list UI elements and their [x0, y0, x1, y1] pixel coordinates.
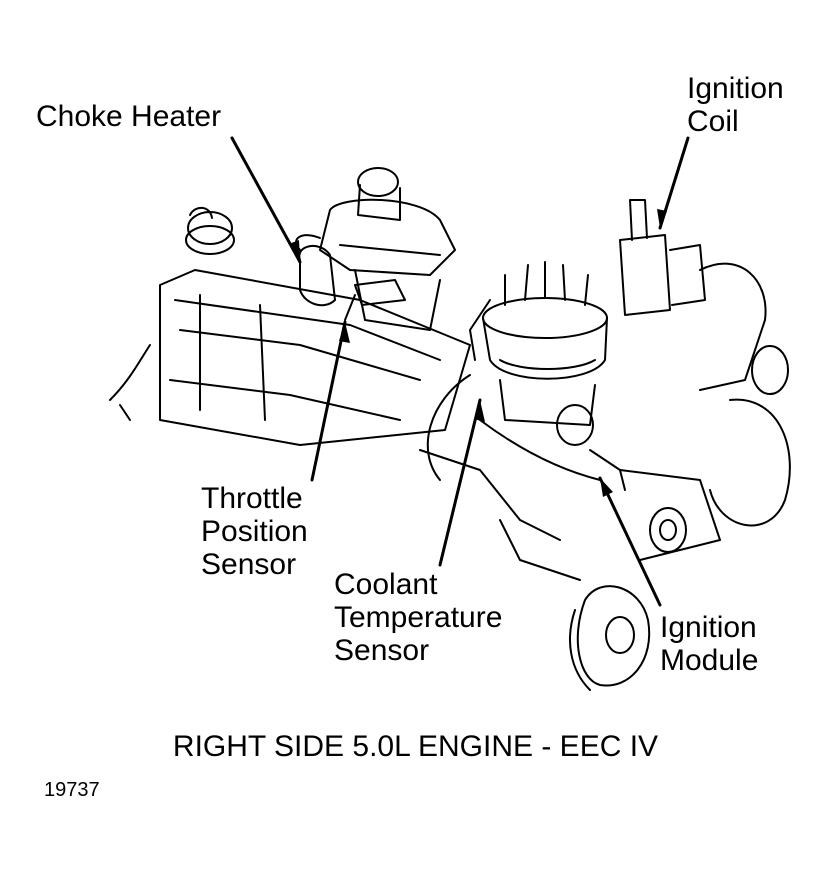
label-ignition-coil-line-2: Coil [687, 105, 739, 138]
label-ignition-coil: Ignition Coil [687, 72, 784, 138]
arrowhead-cts [474, 400, 485, 422]
leader-choke-heater [230, 136, 302, 264]
ignition-coil-part [619, 199, 706, 316]
oil-filler-cap [185, 206, 235, 255]
label-cts-line-2: Temperature [334, 601, 503, 634]
figure-number: 19737 [44, 779, 100, 801]
label-choke-heater: Choke Heater [36, 100, 221, 133]
arrowhead-tps [339, 322, 350, 343]
arrowhead-coil [657, 209, 667, 228]
hoses-and-wiring [109, 344, 626, 581]
harmonic-balancer [569, 585, 651, 691]
label-ignition-module: Ignition Module [660, 611, 758, 677]
distributor [469, 261, 608, 426]
arrowheads [289, 209, 667, 497]
carburetor [295, 167, 456, 331]
leader-coolant-temp [438, 398, 482, 567]
label-coolant-temperature-sensor: Coolant Temperature Sensor [334, 568, 502, 667]
label-cts-line-3: Sensor [334, 634, 430, 667]
label-tps-line-1: Throttle [201, 482, 303, 515]
valve-cover [159, 269, 471, 446]
alternator-pulleys [619, 262, 791, 561]
label-ignition-module-line-2: Module [660, 644, 759, 677]
label-ignition-module-line-1: Ignition [660, 611, 757, 644]
label-throttle-position-sensor: Throttle Position Sensor [201, 482, 308, 581]
label-cts-line-1: Coolant [334, 568, 438, 601]
arrowhead-choke [289, 240, 300, 262]
throttle-body [298, 245, 356, 321]
leader-ignition-module [598, 476, 662, 607]
label-choke-heater-line-1: Choke Heater [36, 100, 222, 133]
figure-caption: RIGHT SIDE 5.0L ENGINE - EEC IV [172, 730, 659, 763]
label-tps-line-2: Position [201, 515, 308, 548]
arrowhead-module [600, 478, 613, 497]
leader-throttle-position [310, 320, 347, 482]
label-tps-line-3: Sensor [201, 548, 297, 581]
label-ignition-coil-line-1: Ignition [687, 72, 784, 105]
